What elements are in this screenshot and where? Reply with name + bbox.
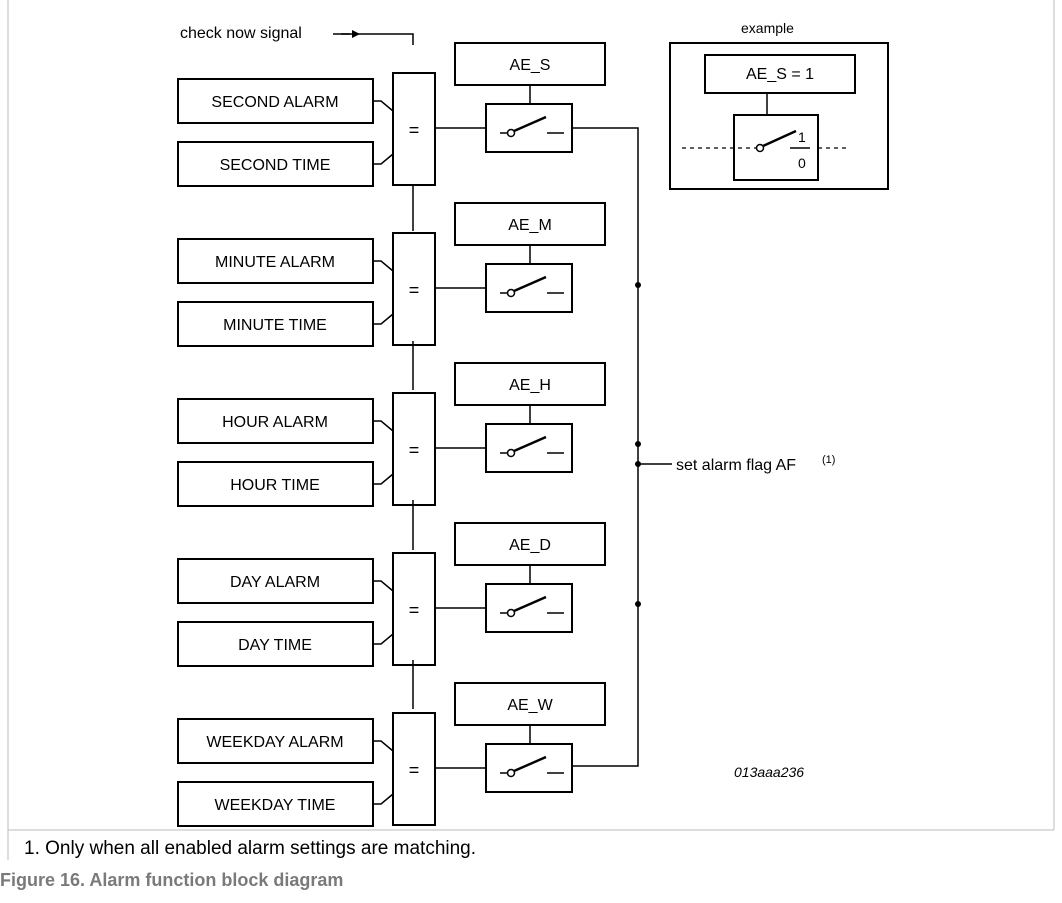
alarm-group-w: WEEKDAY ALARM WEEKDAY TIME = AE_W: [177, 682, 606, 827]
set-alarm-flag-footnote-ref: (1): [822, 454, 835, 466]
comparator-symbol: =: [409, 120, 420, 140]
time-to-comparator-wire: [373, 633, 394, 645]
comparator-symbol: =: [409, 280, 420, 300]
comparator-symbol: =: [409, 440, 420, 460]
comparator-box: [392, 552, 436, 666]
alarm-register-label: DAY ALARM: [230, 574, 320, 591]
time-to-comparator-wire: [373, 153, 394, 165]
time-to-comparator-wire: [373, 313, 394, 325]
switch-icon: [500, 755, 564, 778]
enable-bit-label: AE_D: [509, 537, 551, 554]
figure-code: 013aaa236: [734, 764, 804, 780]
enable-bit-label: AE_M: [508, 217, 552, 234]
set-alarm-flag-label: set alarm flag AF: [676, 457, 796, 474]
switch-box: [485, 743, 573, 793]
switch-icon: [500, 595, 564, 618]
comparator-box: [392, 72, 436, 186]
enable-bit-label: AE_S: [510, 57, 551, 74]
comparator-box: [392, 392, 436, 506]
enable-bit-label: AE_H: [509, 377, 551, 394]
check-signal-wire: [333, 33, 414, 45]
example-switch-pivot: [755, 143, 765, 153]
alarm-register-label: SECOND ALARM: [211, 94, 338, 111]
enable-bit-label: AE_W: [507, 697, 553, 714]
alarm-to-comparator-wire: [373, 100, 394, 112]
check-now-signal-label: check now signal: [180, 25, 302, 42]
example-panel: example AE_S = 1 1 0: [669, 20, 889, 190]
time-to-comparator-wire: [373, 793, 394, 805]
figure-caption: Figure 16. Alarm function block diagram: [0, 870, 344, 890]
switch-box: [485, 583, 573, 633]
time-register-label: SECOND TIME: [220, 157, 331, 174]
bus-junction-dots: [635, 282, 641, 607]
example-enable-box: [704, 54, 856, 94]
switch-icon: [500, 115, 564, 138]
comparator-box: [392, 232, 436, 346]
switch-box: [485, 103, 573, 153]
example-title: example: [741, 20, 794, 36]
example-switch-on-label: 1: [798, 129, 806, 145]
alarm-group-s: SECOND ALARM SECOND TIME = AE_S: [177, 42, 606, 187]
example-switch-blade: [762, 129, 797, 148]
footnote: 1. Only when all enabled alarm settings …: [24, 838, 477, 859]
output-bus: [572, 127, 672, 767]
time-to-comparator-wire: [373, 473, 394, 485]
alarm-to-comparator-wire: [373, 420, 394, 432]
switch-box: [485, 423, 573, 473]
alarm-to-comparator-wire: [373, 580, 394, 592]
alarm-register-label: MINUTE ALARM: [215, 254, 335, 271]
time-register-label: MINUTE TIME: [223, 317, 327, 334]
comparator-symbol: =: [409, 760, 420, 780]
switch-icon: [500, 435, 564, 458]
alarm-register-label: HOUR ALARM: [222, 414, 328, 431]
alarm-to-comparator-wire: [373, 740, 394, 752]
alarm-group-m: MINUTE ALARM MINUTE TIME = AE_M: [177, 202, 606, 347]
example-switch-off-label: 0: [798, 155, 806, 171]
check-signal-arrow-icon: [352, 30, 360, 38]
time-register-label: DAY TIME: [238, 637, 312, 654]
time-register-label: WEEKDAY TIME: [215, 797, 336, 814]
switch-box: [485, 263, 573, 313]
alarm-group-h: HOUR ALARM HOUR TIME = AE_H: [177, 362, 606, 507]
alarm-register-label: WEEKDAY ALARM: [206, 734, 343, 751]
time-register-label: HOUR TIME: [230, 477, 319, 494]
switch-icon: [500, 275, 564, 298]
comparator-box: [392, 712, 436, 826]
example-enable-label: AE_S = 1: [746, 66, 814, 83]
example-frame: [669, 42, 889, 190]
comparator-symbol: =: [409, 600, 420, 620]
alarm-group-d: DAY ALARM DAY TIME = AE_D: [177, 522, 606, 667]
alarm-to-comparator-wire: [373, 260, 394, 272]
